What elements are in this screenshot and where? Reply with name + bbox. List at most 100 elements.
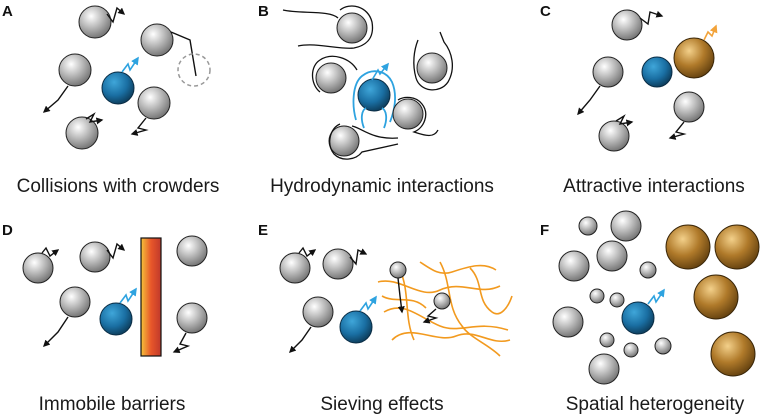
motion-arrow — [615, 114, 634, 127]
tracer-motion-arrow — [371, 62, 389, 81]
panel-letter: A — [2, 3, 13, 20]
panel-caption: Sieving effects — [320, 394, 443, 415]
panel-b: B Hydrodynamic interactions — [258, 3, 494, 197]
crowder-sphere — [322, 248, 354, 280]
motion-arrow — [289, 326, 312, 353]
trajectory-line — [170, 31, 197, 77]
tracer-motion-arrow — [359, 295, 377, 312]
flow-streamline — [282, 9, 339, 19]
tracer-motion-arrow — [647, 288, 665, 305]
polymer-fiber-network — [377, 261, 513, 357]
panel-caption: Spatial heterogeneity — [566, 394, 745, 415]
panel-e: E Sieving effects — [258, 222, 513, 415]
panel-d: D Immobile barriers — [2, 222, 208, 415]
small-crowder-sphere — [589, 288, 605, 304]
motion-arrow — [639, 10, 664, 26]
crowder-sphere — [588, 353, 620, 385]
ghost-position — [177, 53, 211, 87]
motion-arrow — [130, 117, 149, 136]
motion-arrow — [172, 332, 191, 354]
crowder-sphere — [315, 62, 347, 94]
tracer-particle — [99, 302, 133, 336]
crowder-sphere — [673, 91, 705, 123]
motion-arrow — [42, 85, 69, 113]
flow-streamline — [351, 125, 399, 139]
small-crowder-sphere — [623, 342, 639, 358]
crowder-sphere — [58, 53, 92, 87]
crowder-sphere — [596, 240, 628, 272]
flow-streamline — [311, 55, 358, 93]
panel-letter: D — [2, 222, 13, 239]
attractor-sphere — [714, 224, 760, 270]
tracer-particle — [101, 71, 135, 105]
small-crowder-sphere — [389, 261, 407, 279]
crowder-sphere — [598, 120, 630, 152]
tracer-particle — [357, 78, 391, 112]
motion-arrow — [298, 246, 317, 258]
immobile-barrier — [140, 237, 162, 357]
motion-arrow — [668, 121, 687, 140]
motion-arrow — [349, 248, 368, 266]
crowder-sphere — [336, 12, 368, 44]
motion-arrow — [397, 277, 405, 314]
flow-streamline — [329, 123, 399, 160]
panel-letter: B — [258, 3, 269, 20]
panel-letter: C — [540, 3, 551, 20]
crowder-sphere — [65, 116, 99, 150]
tracer-motion-arrow — [121, 56, 139, 73]
small-crowder-sphere — [599, 332, 615, 348]
crowder-sphere — [176, 302, 208, 334]
tracer-particle — [621, 301, 655, 335]
crowder-sphere — [137, 86, 171, 120]
small-crowder-sphere — [433, 292, 451, 310]
motion-arrow — [41, 246, 60, 258]
motion-arrow — [106, 6, 126, 24]
panel-letter: E — [258, 222, 268, 239]
panel-c: C Attractive interactions — [540, 3, 745, 197]
attractor-sphere — [693, 274, 739, 320]
panel-caption: Collisions with crowders — [17, 176, 220, 197]
panel-caption: Attractive interactions — [563, 176, 745, 197]
attractor-motion-arrow — [703, 24, 718, 41]
motion-arrow — [43, 316, 69, 347]
crowder-sphere — [78, 5, 112, 39]
small-crowder-sphere — [609, 292, 625, 308]
crowder-sphere — [176, 235, 208, 267]
flow-streamline — [397, 96, 439, 137]
crowder-sphere — [611, 9, 643, 41]
hydrodynamic-flow-line — [360, 107, 367, 129]
tracer-particle — [339, 310, 373, 344]
small-crowder-sphere — [654, 337, 672, 355]
panel-caption: Immobile barriers — [39, 394, 186, 415]
motion-arrow — [577, 85, 601, 116]
attractor-sphere — [673, 37, 715, 79]
crowder-sphere — [558, 250, 590, 282]
tracer-motion-arrow — [119, 287, 137, 304]
crowder-sphere — [416, 52, 448, 84]
crowder-sphere — [140, 23, 174, 57]
panel-f: F Spatial heterogeneity — [540, 210, 760, 415]
tracer-particle — [641, 56, 673, 88]
crowder-sphere — [79, 241, 111, 273]
crowder-sphere — [552, 306, 584, 338]
flow-streamline — [413, 31, 454, 91]
crowder-sphere — [22, 252, 54, 284]
hydrodynamic-flow-line — [381, 107, 388, 129]
attractor-sphere — [665, 224, 711, 270]
attractor-sphere — [710, 331, 756, 377]
crowder-sphere — [610, 210, 642, 242]
crowder-sphere — [328, 125, 360, 157]
motion-arrow — [106, 242, 126, 260]
crowder-sphere — [592, 56, 624, 88]
small-crowder-sphere — [639, 261, 657, 279]
motion-arrow — [422, 308, 439, 324]
crowder-sphere — [59, 286, 91, 318]
crowder-sphere — [578, 216, 598, 236]
panel-letter: F — [540, 222, 549, 239]
crowder-sphere — [302, 296, 334, 328]
panel-caption: Hydrodynamic interactions — [270, 176, 494, 197]
crowder-sphere — [392, 98, 424, 130]
crowder-sphere — [279, 252, 311, 284]
panel-a: A Collisions with crowders — [2, 3, 219, 197]
